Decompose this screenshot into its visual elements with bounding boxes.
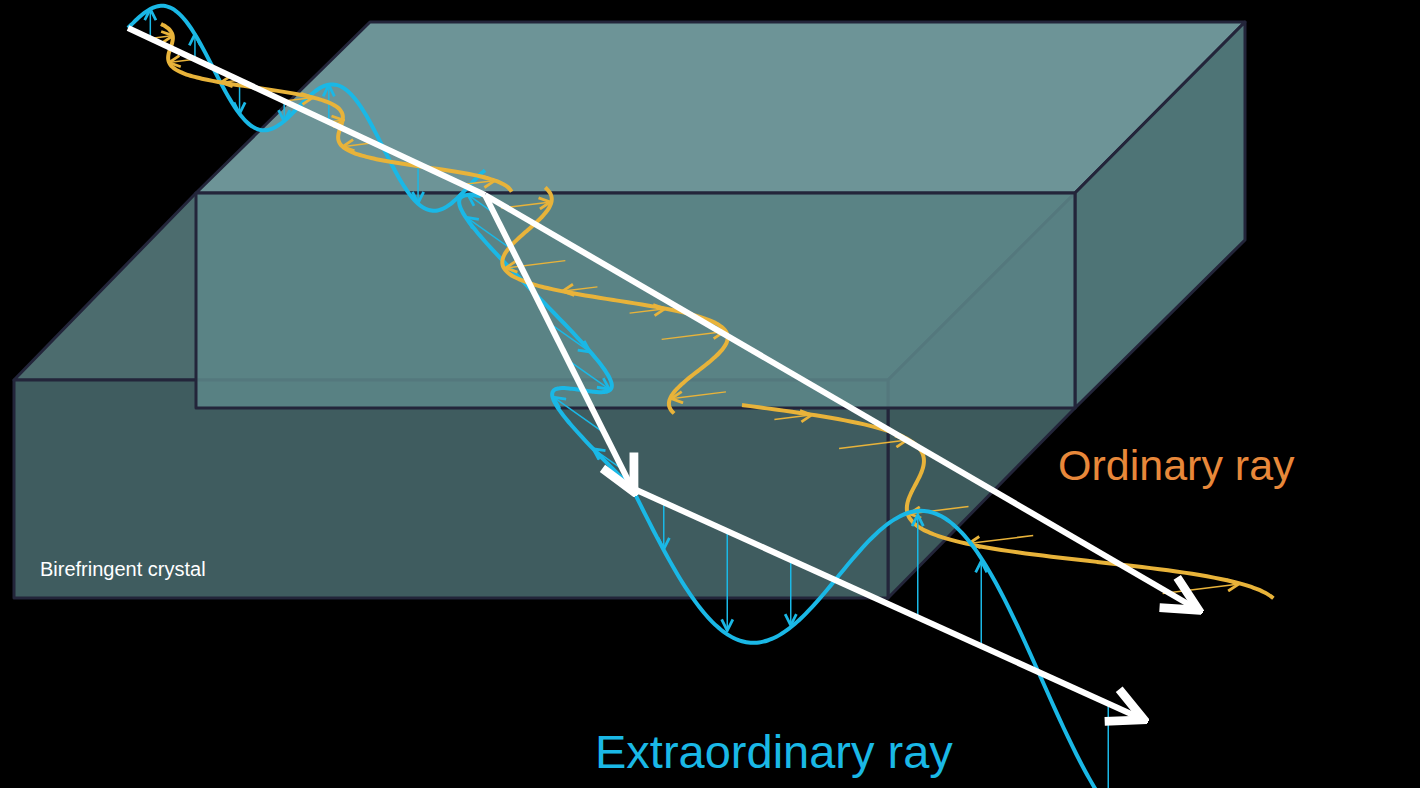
light-ray bbox=[632, 488, 1140, 718]
field-vector bbox=[839, 440, 905, 448]
field-vector bbox=[727, 531, 729, 629]
light-ray bbox=[485, 195, 1195, 608]
field-vector bbox=[662, 332, 723, 340]
field-vector bbox=[150, 10, 152, 38]
wave bbox=[150, 24, 511, 192]
ray-label: Ordinary ray bbox=[1058, 442, 1295, 489]
wave-curve bbox=[459, 195, 632, 488]
field-vector bbox=[630, 309, 664, 313]
field-vector bbox=[917, 516, 919, 617]
light-ray bbox=[128, 28, 485, 195]
wave-curve bbox=[161, 24, 512, 192]
field-vector bbox=[417, 164, 419, 202]
crystal-block bbox=[14, 22, 1245, 598]
ray-label: Extraordinary ray bbox=[595, 726, 953, 778]
upper-top-face bbox=[196, 22, 1245, 193]
wave bbox=[128, 6, 485, 211]
light-ray bbox=[485, 195, 632, 488]
field-vector bbox=[564, 287, 598, 291]
lower-front-face bbox=[14, 380, 888, 598]
light-waves bbox=[128, 6, 1273, 788]
crystal-label: Birefringent crystal bbox=[40, 558, 206, 580]
field-vector bbox=[790, 560, 792, 624]
field-vector bbox=[663, 502, 665, 547]
upper-front-face bbox=[196, 193, 1075, 408]
field-vector bbox=[970, 536, 1033, 544]
field-vector bbox=[981, 563, 983, 647]
wave-curve bbox=[128, 6, 485, 211]
field-vector bbox=[673, 392, 726, 399]
light-rays bbox=[128, 28, 1195, 718]
field-vector bbox=[1163, 584, 1238, 593]
upper-side-face bbox=[1075, 22, 1245, 408]
field-vector bbox=[1108, 704, 1110, 788]
wave bbox=[459, 195, 632, 488]
